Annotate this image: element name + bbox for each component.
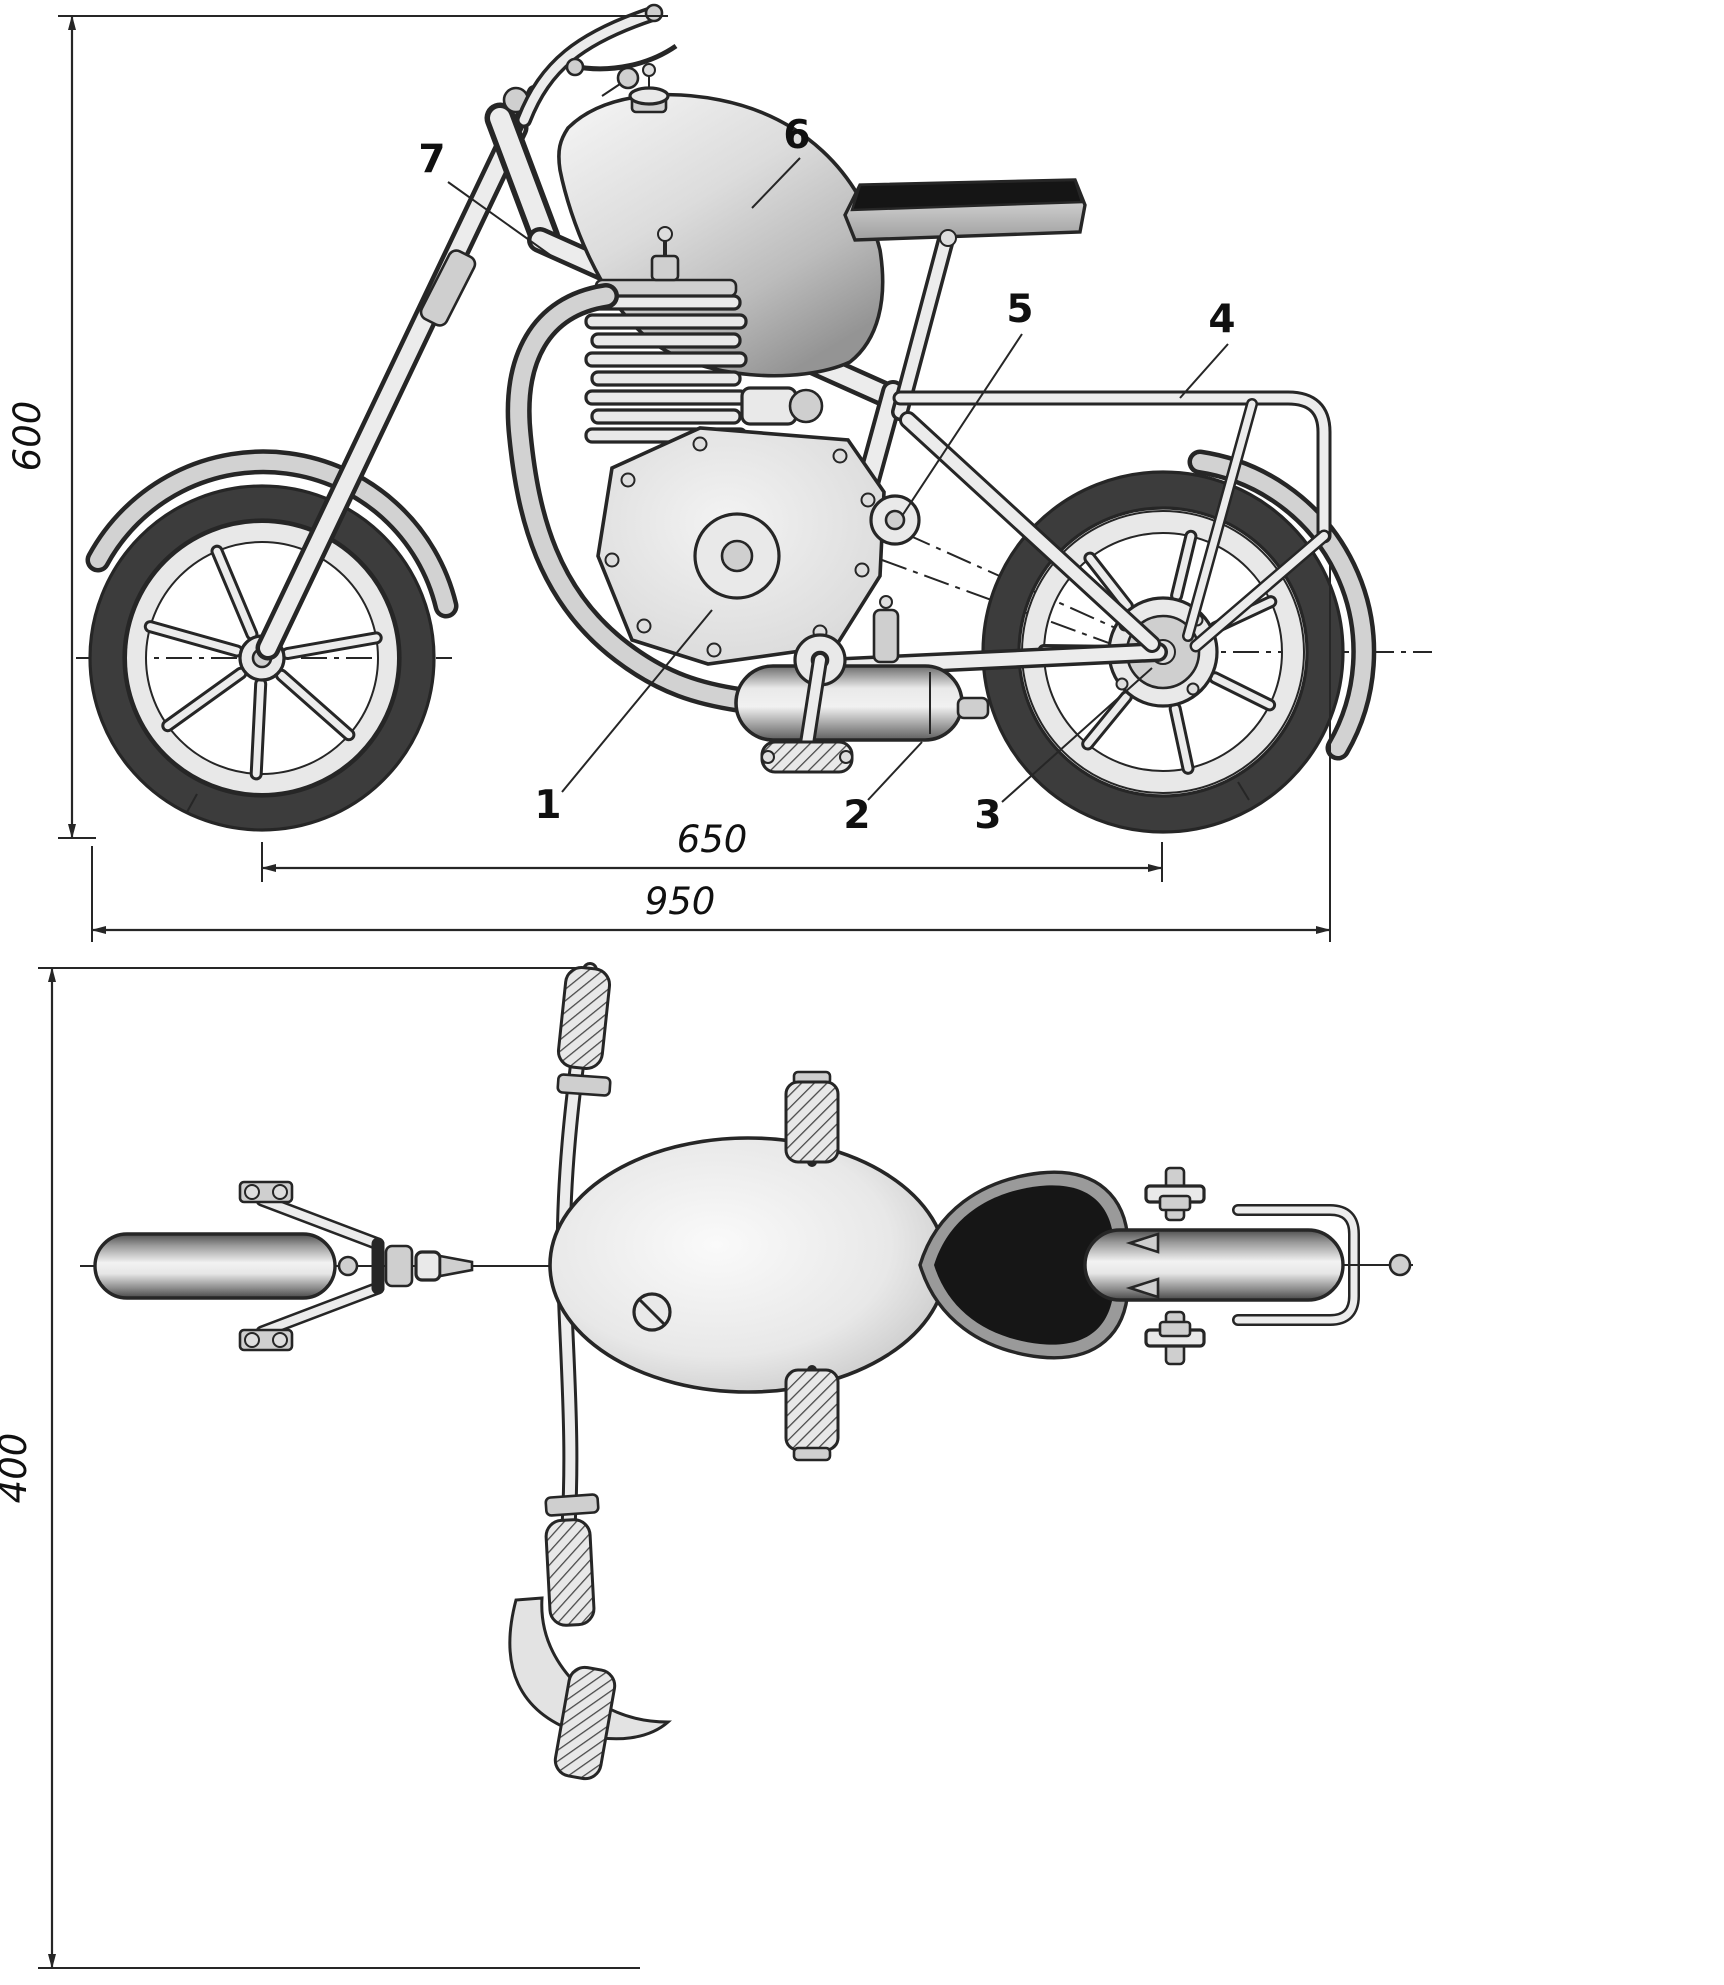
front-rim — [126, 522, 398, 794]
axle-adjuster-top — [1125, 1232, 1160, 1254]
axle-adjuster-bottom — [1125, 1277, 1160, 1299]
top-view: 400 — [0, 962, 1420, 1969]
pedal — [760, 740, 854, 774]
callouts: 1 2 3 4 5 6 7 — [418, 113, 1235, 838]
handlebar-grip-right — [544, 1518, 596, 1627]
fork-crown-clamp — [419, 249, 477, 327]
pedal-crank — [760, 633, 854, 774]
steering-stem — [384, 1244, 414, 1288]
front-fender — [85, 449, 459, 619]
pedal-bottom — [784, 1368, 840, 1452]
front-valve-stem — [186, 793, 198, 813]
saddle-pad — [934, 1185, 1114, 1345]
callout-1: 1 — [534, 783, 561, 828]
saddle — [843, 178, 1087, 247]
front-tire — [90, 486, 434, 830]
grip-end — [644, 3, 664, 23]
exhaust-pipe — [505, 283, 753, 713]
rear-tire-top — [1083, 1228, 1345, 1302]
exhaust-outlet — [956, 696, 990, 720]
front-axle-nut — [337, 1255, 359, 1277]
lever-pivot — [565, 57, 585, 77]
muffler — [734, 595, 990, 742]
grip-extension — [553, 1665, 617, 1781]
dim-label-width: 400 — [0, 1433, 35, 1504]
luggage-rack — [892, 390, 1332, 653]
air-filter — [788, 388, 824, 424]
carburetor — [740, 386, 798, 426]
fuel-tank-top — [548, 1136, 948, 1394]
engine — [584, 226, 886, 666]
dim-label-length: 950 — [645, 880, 716, 923]
callout-2: 2 — [843, 793, 870, 838]
rear-axle-nut — [1388, 1253, 1412, 1277]
dimension-wheelbase: 650 — [261, 818, 1163, 882]
handlebar-grip-left — [556, 966, 612, 1070]
rear-fender — [1187, 449, 1377, 761]
dim-label-height: 600 — [6, 401, 49, 472]
fuel-filler-cap — [628, 86, 670, 106]
callout-6: 6 — [783, 113, 810, 158]
saddle-top-view — [918, 1170, 1130, 1360]
pedals-top — [784, 1070, 840, 1462]
grip-clamp-left — [556, 1073, 612, 1097]
side-view: 600 650 950 1 2 3 4 5 6 — [6, 3, 1432, 942]
dimension-width: 400 — [0, 967, 640, 1969]
saddle-top — [850, 178, 1084, 212]
dimension-height: 600 — [6, 14, 668, 839]
callout-7: 7 — [418, 137, 445, 182]
dim-label-wheelbase: 650 — [677, 818, 748, 861]
callout-4: 4 — [1208, 297, 1235, 342]
spark-plug — [650, 254, 680, 282]
grip-clamp-right — [544, 1493, 600, 1517]
front-wheel-top — [93, 1180, 552, 1352]
pedal-top — [784, 1080, 840, 1164]
dimension-length: 950 — [91, 560, 1331, 942]
throttle-knob — [616, 66, 640, 90]
callout-3: 3 — [974, 793, 1001, 838]
brake-lever — [571, 43, 678, 72]
rear-wheel-top — [1083, 1166, 1412, 1366]
muffler-strap — [872, 608, 900, 664]
front-fender-top — [508, 1596, 672, 1741]
rear-valve-stem — [1237, 781, 1250, 801]
drive-clutch — [869, 494, 921, 546]
front-tire-top — [93, 1232, 337, 1300]
callout-5: 5 — [1006, 287, 1033, 332]
saddle-clamp — [939, 229, 957, 247]
